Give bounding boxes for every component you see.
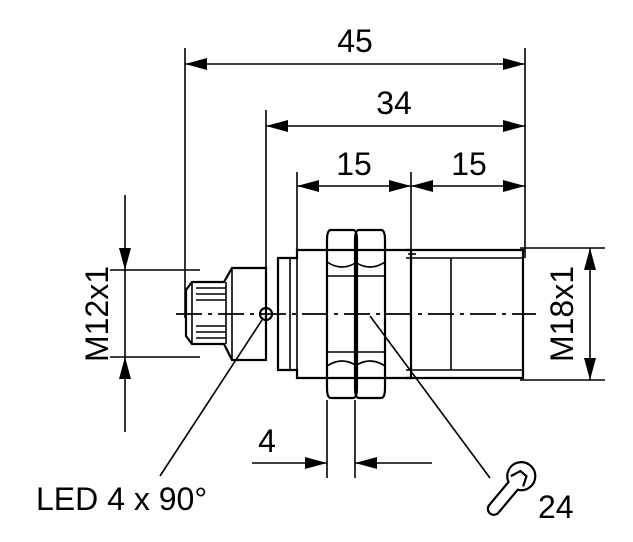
wrench-leader-line — [369, 315, 491, 479]
sensor-body — [176, 228, 536, 400]
dim-segment-b-label: 15 — [451, 146, 487, 182]
dim-nut-thickness-label: 4 — [258, 423, 276, 459]
dimension-segments — [297, 180, 525, 192]
m12-connector — [184, 266, 268, 362]
hex-nut-1 — [325, 228, 359, 400]
dimension-nut-thickness — [252, 457, 432, 469]
wrench-icon — [486, 461, 537, 516]
dim-segment-a-label: 15 — [336, 146, 372, 182]
hex-nut-2 — [353, 228, 387, 400]
dimension-threaded — [266, 120, 525, 132]
m18-thread-label: M18x1 — [544, 266, 580, 362]
wrench-size-label: 24 — [538, 489, 574, 525]
led-leader-line — [159, 319, 263, 477]
dimension-connector-thread — [119, 195, 131, 432]
dim-overall-label: 45 — [337, 23, 373, 59]
dimension-overall — [185, 58, 525, 70]
m12-thread-label: M12x1 — [79, 266, 115, 362]
dim-threaded-label: 34 — [376, 85, 412, 121]
led-label: LED 4 x 90° — [36, 481, 207, 517]
dimension-housing-thread — [584, 248, 596, 380]
